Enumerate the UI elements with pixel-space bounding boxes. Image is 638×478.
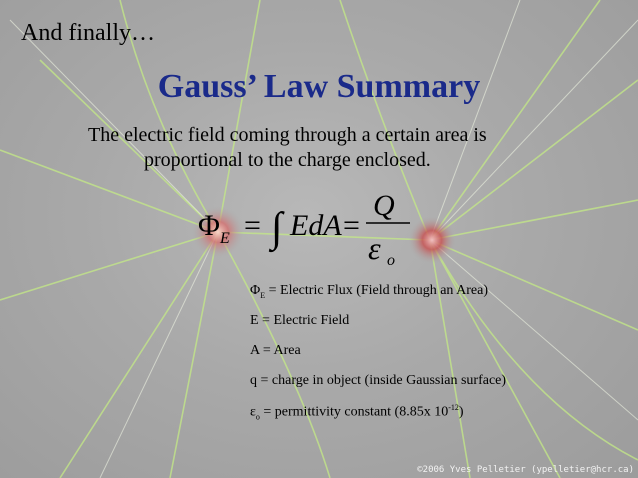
eq-phi: Φ (198, 209, 220, 242)
gauss-law-equation: Φ E = ∫ EdA = Q ε o (198, 189, 410, 269)
copyright-notice: ©2006 Yves Pelletier (ypelletier@hcr.ca) (417, 465, 634, 475)
eq-denominator-sub: o (387, 252, 395, 269)
description-line-2: proportional to the charge enclosed. (144, 149, 431, 171)
description-line-1: The electric field coming through a cert… (88, 124, 487, 146)
legend-area: A = Area (250, 343, 301, 358)
eq-numerator: Q (373, 189, 395, 222)
intro-text: And finally… (21, 20, 155, 46)
eq-denominator: ε (368, 230, 381, 266)
eq-equals-2: = (343, 209, 360, 242)
eq-phi-sub: E (219, 230, 230, 247)
legend-permittivity: εo = permittivity constant (8.85x 10-12) (250, 403, 464, 422)
legend-flux: ΦE = Electric Flux (Field through an Are… (250, 283, 489, 300)
variable-legend: ΦE = Electric Flux (Field through an Are… (250, 283, 506, 433)
eq-integral: ∫ (268, 205, 285, 253)
eq-equals-1: = (244, 209, 261, 242)
slide-title-text: Gauss’ Law Summary (157, 68, 481, 105)
legend-field: E = Electric Field (250, 313, 350, 328)
eq-integrand: EdA (289, 209, 342, 242)
legend-charge: q = charge in object (inside Gaussian su… (250, 373, 507, 388)
slide-title: Gauss’ Law Summary (0, 68, 638, 106)
